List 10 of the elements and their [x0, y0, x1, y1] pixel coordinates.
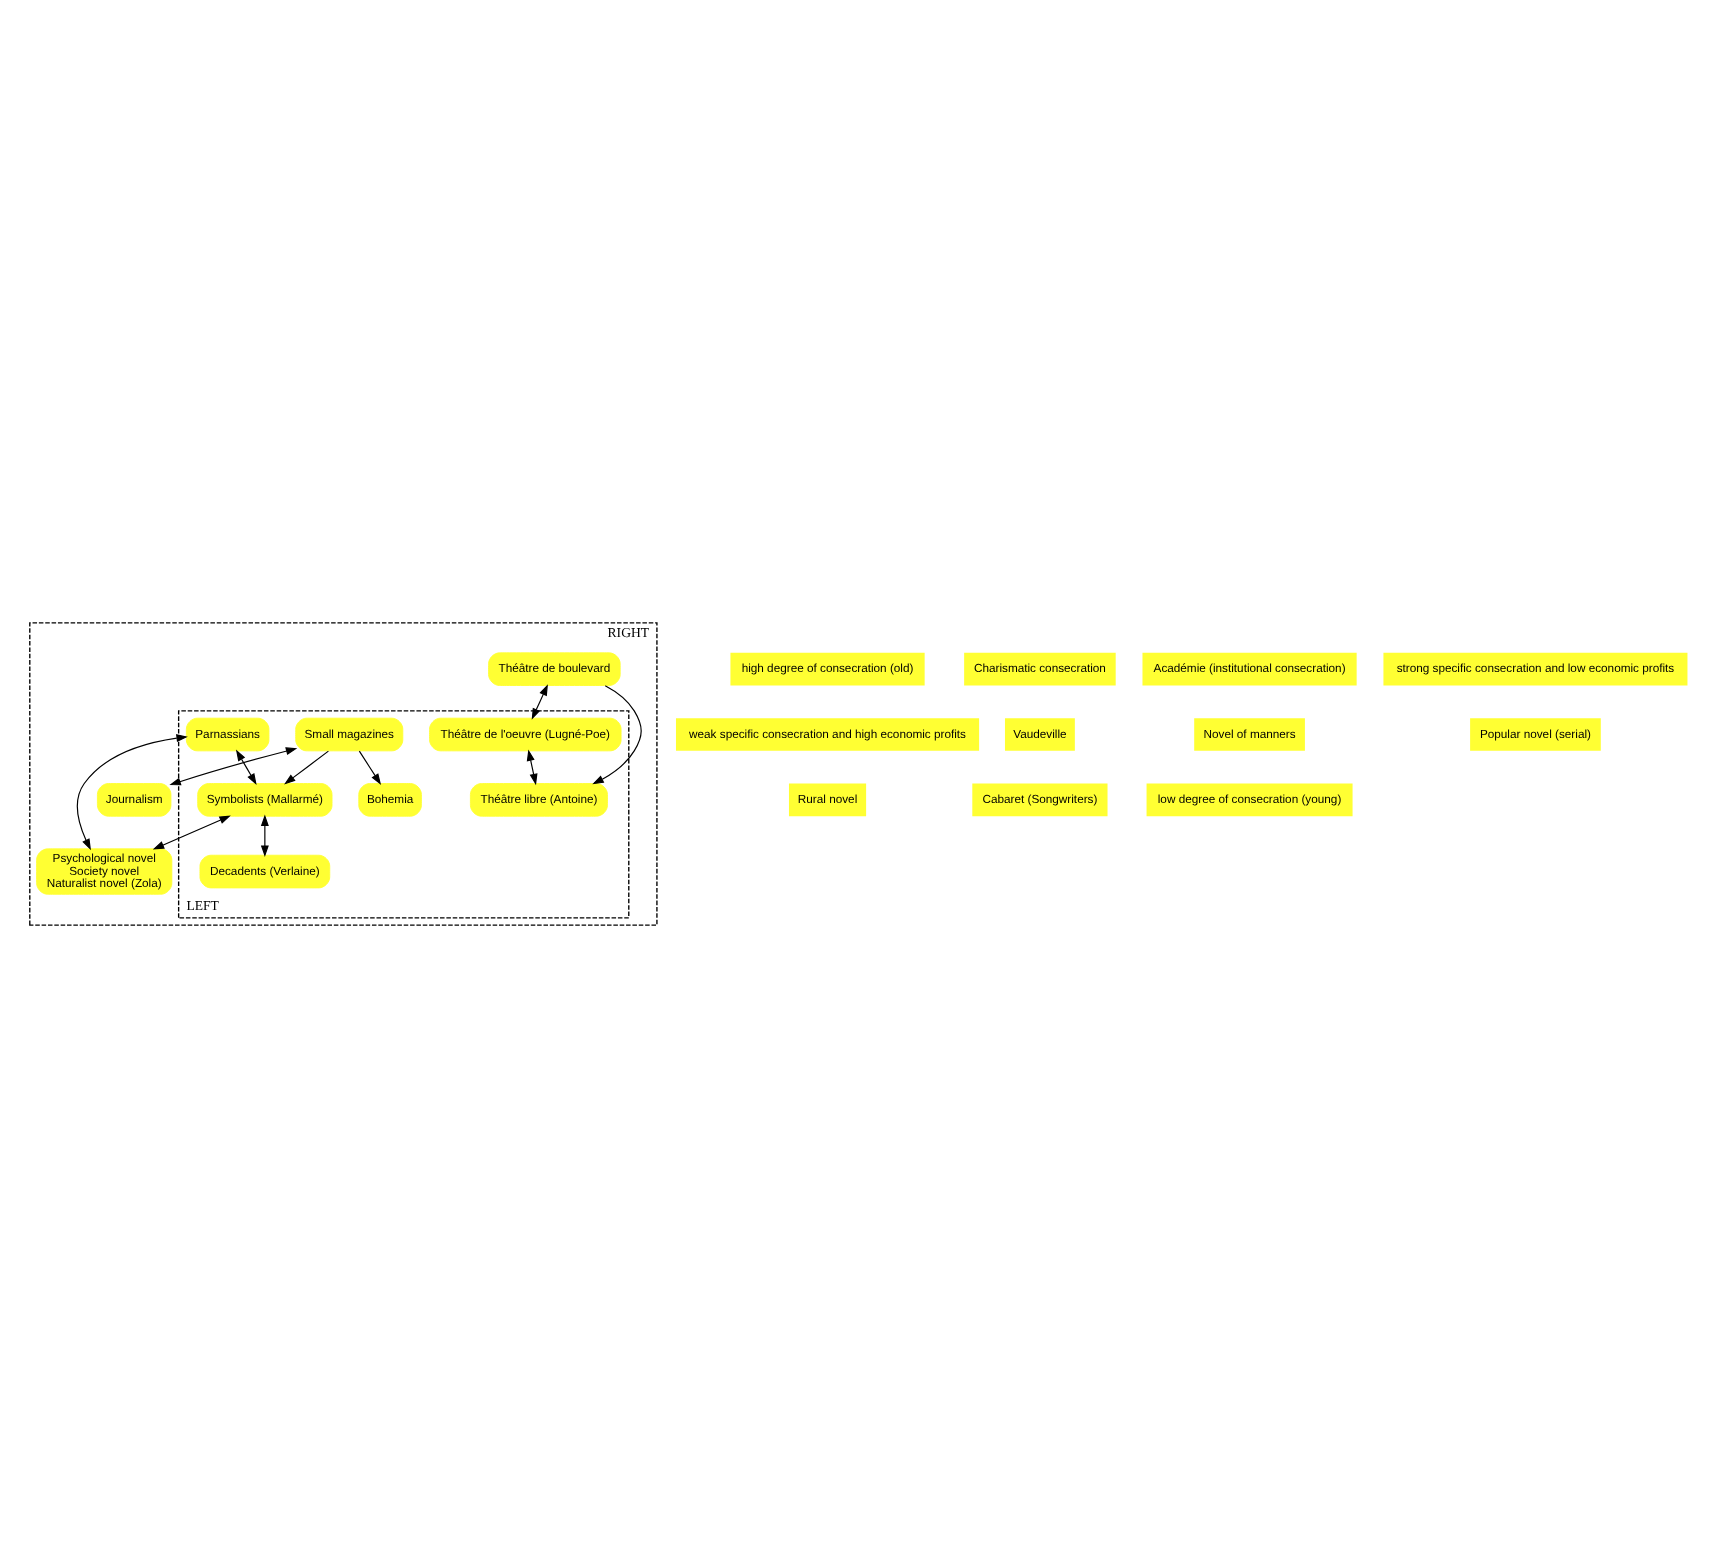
arrow	[531, 683, 548, 719]
arrow	[235, 748, 257, 784]
arrow	[76, 733, 188, 850]
arrow	[592, 684, 642, 784]
arrow	[152, 814, 231, 849]
arrow	[169, 746, 298, 785]
arrow	[284, 749, 329, 784]
arrow	[358, 749, 382, 784]
arrow	[260, 813, 269, 856]
arrow	[526, 748, 538, 785]
